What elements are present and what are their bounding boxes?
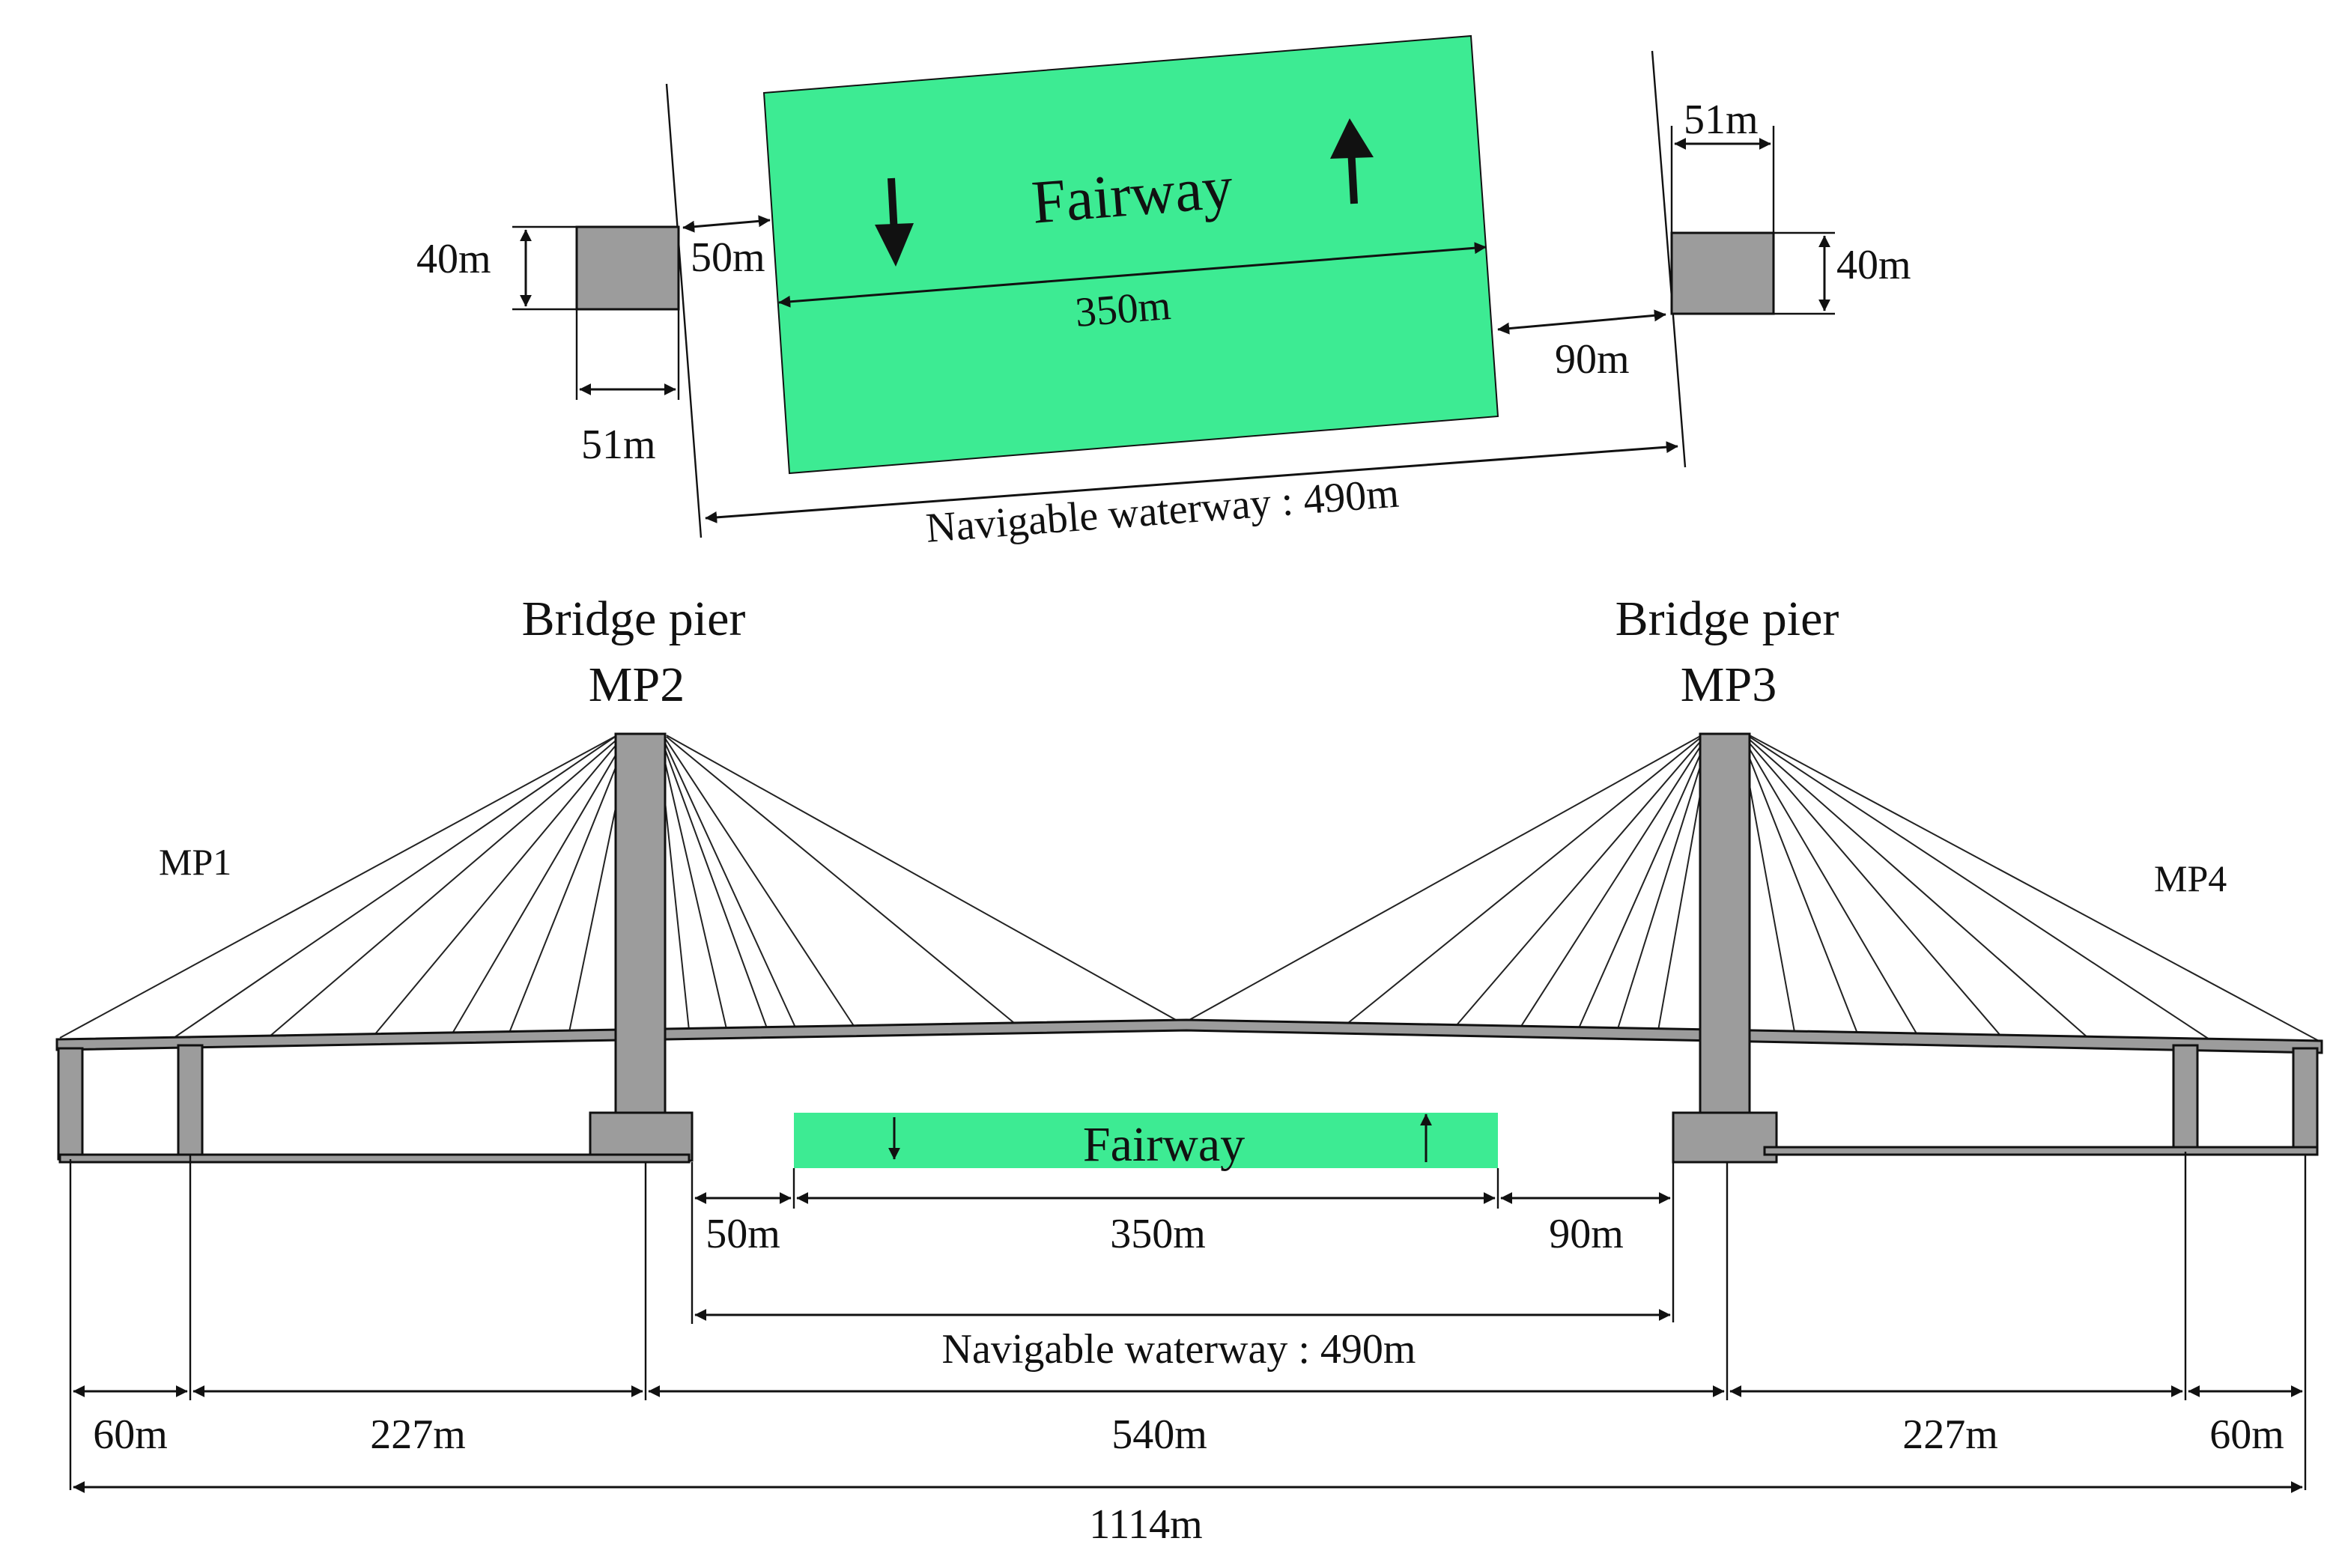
pile-cap-mp2: [589, 1111, 694, 1162]
dim-span-right-side: 227m: [1902, 1411, 1998, 1458]
plan-left-clearance: 50m: [691, 234, 765, 281]
mp4-label: MP4: [2154, 857, 2227, 899]
dim-right-clearance: 90m: [1549, 1211, 1624, 1257]
elevation-fairway: [794, 1113, 1498, 1168]
bridge-deck: [55, 1018, 2323, 1054]
tower-mp3: [1699, 732, 1751, 1119]
up-arrow-icon: [1330, 118, 1374, 204]
dim-span-left-end: 60m: [93, 1411, 168, 1458]
tower-mp2: [614, 732, 667, 1119]
pier-mp3-title: Bridge pier: [1615, 592, 1839, 646]
plan-right-pier-width: 51m: [1684, 97, 1759, 143]
pier-mp1-end: [57, 1047, 84, 1161]
pier-mp3-code: MP3: [1681, 657, 1777, 712]
dim-span-left-side: 227m: [370, 1411, 466, 1458]
dim-fairway-width: 350m: [1110, 1211, 1206, 1257]
plan-right-clearance: 90m: [1555, 336, 1630, 383]
plan-fairway-label: Fairway: [1029, 153, 1235, 237]
plan-left-pier-width: 51m: [581, 422, 656, 468]
elevation-view: Bridge pier MP2 Bridge pier MP3 MP1 MP4 …: [55, 592, 2323, 1548]
elevation-fairway-label: Fairway: [1083, 1117, 1245, 1172]
dim-navigable: Navigable waterway : 490m: [942, 1326, 1416, 1373]
dim-span-right-end: 60m: [2209, 1411, 2284, 1458]
dim-span-main: 540m: [1111, 1411, 1207, 1458]
cables-mp3: [1189, 735, 2320, 1042]
plan-fairway-width: 350m: [1073, 282, 1172, 336]
plan-view: Fairway 350m 50m 90m Navigable waterway …: [416, 34, 1911, 552]
dim-left-clearance: 50m: [706, 1211, 780, 1257]
plan-navigable: Navigable waterway : 490m: [924, 470, 1401, 552]
dim-total: 1114m: [1089, 1501, 1202, 1548]
pier-mp4-end: [2292, 1047, 2319, 1156]
pier-mp4-aux: [2172, 1044, 2199, 1153]
pier-mp2-code: MP2: [589, 657, 685, 712]
pier-mp1-aux: [177, 1044, 204, 1156]
down-arrow-icon: [875, 177, 914, 267]
plan-pier-right: [1670, 231, 1775, 315]
mp1-label: MP1: [159, 841, 231, 883]
plan-left-pier-height: 40m: [416, 236, 491, 282]
plan-pier-left: [575, 225, 680, 311]
plan-right-pier-height: 40m: [1836, 242, 1911, 288]
pile-cap-mp3: [1672, 1111, 1778, 1164]
plan-left-boundary: [665, 83, 703, 538]
pier-mp2-title: Bridge pier: [522, 592, 746, 646]
plan-right-boundary: [1651, 50, 1687, 468]
